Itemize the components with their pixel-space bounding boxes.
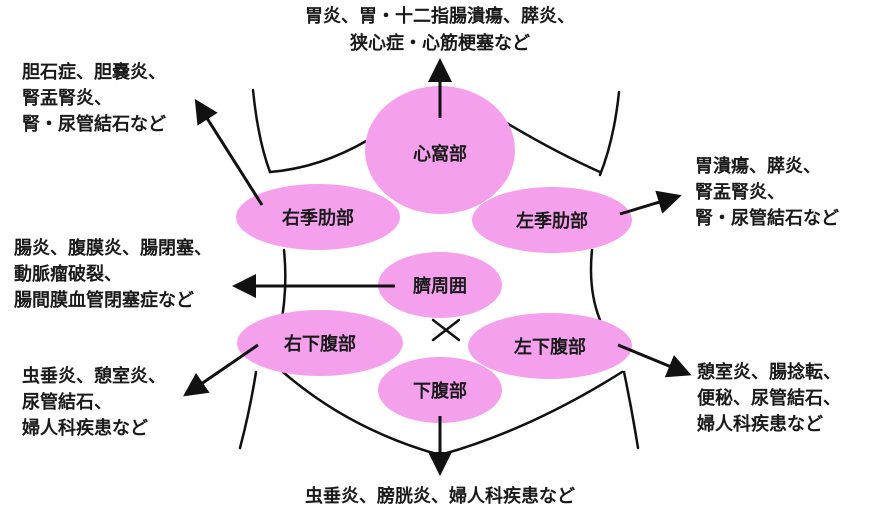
region-label: 臍周囲 <box>413 275 467 297</box>
disease-line: 胃潰瘍、膵炎、 <box>695 155 821 177</box>
disease-line: 腎盂腎炎、 <box>695 182 785 203</box>
region-umbilical[interactable]: 臍周囲 <box>378 252 502 318</box>
diseases-umbilical: 腸炎、腹膜炎、腸閉塞、 動脈瘤破裂、 腸間膜血管閉塞症など <box>14 237 212 311</box>
arrow-left-lower <box>617 343 692 378</box>
arrow-right-hypochondriac <box>194 98 264 206</box>
region-hypogastric[interactable]: 下腹部 <box>378 357 502 423</box>
disease-line: 虫垂炎、憩室炎、 <box>22 365 166 387</box>
diseases-right-hypochondriac: 胆石症、胆嚢炎、 腎盂腎炎、 腎・尿管結石など <box>21 61 166 135</box>
region-right-hypochondriac[interactable]: 右季肋部 <box>236 184 400 250</box>
region-label: 右季肋部 <box>282 207 354 229</box>
disease-line: 虫垂炎、膀胱炎、婦人科疾患など <box>305 485 575 507</box>
region-label: 左季肋部 <box>516 210 588 232</box>
region-label: 心窩部 <box>413 143 467 165</box>
region-label: 下腹部 <box>413 380 467 402</box>
region-label: 右下腹部 <box>284 333 356 355</box>
region-left-hypochondriac[interactable]: 左季肋部 <box>472 187 632 253</box>
disease-line: 憩室炎、腸捻転、 <box>697 361 841 383</box>
region-left-lower[interactable]: 左下腹部 <box>468 313 632 379</box>
disease-line: 狭心症・心筋梗塞など <box>349 32 530 54</box>
diseases-right-lower: 虫垂炎、憩室炎、 尿管結石、 婦人科疾患など <box>21 365 166 439</box>
diseases-left-hypochondriac: 胃潰瘍、膵炎、 腎盂腎炎、 腎・尿管結石など <box>695 155 839 229</box>
diseases-left-lower: 憩室炎、腸捻転、 便秘、尿管結石、 婦人科疾患など <box>696 361 841 435</box>
disease-line: 腎・尿管結石など <box>695 207 839 229</box>
region-right-lower[interactable]: 右下腹部 <box>237 310 403 376</box>
disease-line: 動脈瘤破裂、 <box>14 263 122 285</box>
disease-line: 尿管結石、 <box>22 391 112 413</box>
disease-line: 胃炎、胃・十二指腸潰瘍、膵炎、 <box>305 5 575 27</box>
disease-line: 腎・尿管結石など <box>22 113 166 135</box>
diseases-hypogastric: 虫垂炎、膀胱炎、婦人科疾患など <box>305 485 575 507</box>
diseases-epigastric: 胃炎、胃・十二指腸潰瘍、膵炎、 狭心症・心筋梗塞など <box>305 5 575 54</box>
disease-line: 便秘、尿管結石、 <box>697 387 841 409</box>
disease-line: 腎盂腎炎、 <box>22 88 112 109</box>
arrow-left-hypochondriac <box>619 190 682 216</box>
disease-line: 腸炎、腹膜炎、腸閉塞、 <box>14 237 212 259</box>
disease-line: 婦人科疾患など <box>21 417 148 439</box>
region-epigastric[interactable]: 心窩部 <box>365 86 515 214</box>
arrow-right-lower <box>183 343 259 397</box>
disease-line: 胆石症、胆嚢炎、 <box>21 61 166 83</box>
disease-line: 婦人科疾患など <box>696 413 823 435</box>
arrows <box>183 58 692 476</box>
region-label: 左下腹部 <box>514 336 586 358</box>
disease-line: 腸間膜血管閉塞症など <box>14 289 194 311</box>
umbilicus-mark <box>431 318 461 342</box>
